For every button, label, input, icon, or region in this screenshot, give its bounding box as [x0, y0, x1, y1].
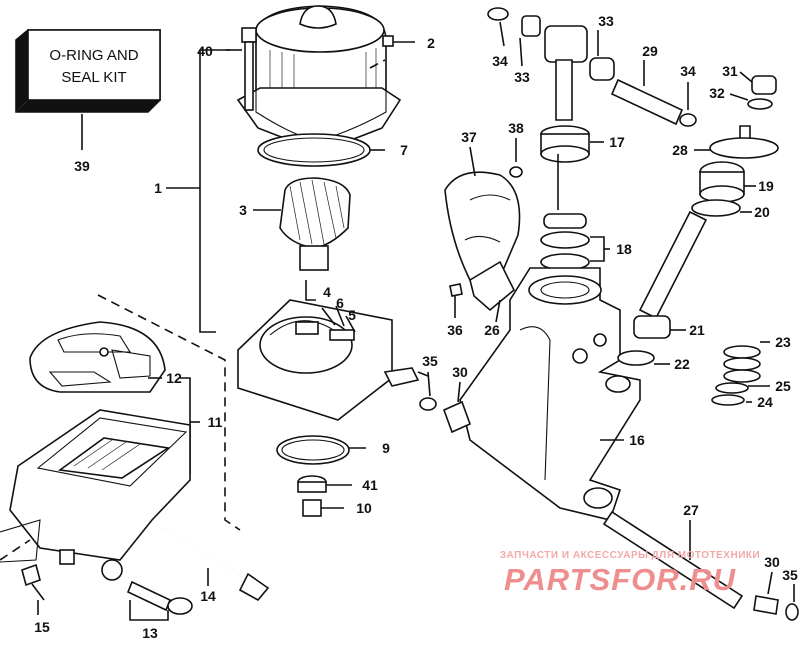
callout-label: 21	[689, 322, 705, 338]
callout-label: 32	[709, 85, 725, 101]
callout-label: 38	[508, 120, 524, 136]
seal-kit-box: O-RING AND SEAL KIT	[15, 29, 161, 150]
watermark-brand: PARTSFOR.RU	[504, 562, 737, 597]
watermark: ЗАПЧАСТИ И АКСЕССУАРЫ ДЛЯ МОТОТЕХНИКИ PA…	[500, 550, 760, 597]
callout-label: 12	[166, 370, 182, 386]
callout-label: 37	[461, 129, 477, 145]
callout-label: 27	[683, 502, 699, 518]
callout-label: 39	[74, 158, 90, 174]
callout-label: 20	[754, 204, 770, 220]
callout-label: 33	[514, 69, 530, 85]
callout-label: 24	[757, 394, 773, 410]
callout-label: 34	[492, 53, 508, 69]
callout-label: 40	[197, 43, 213, 59]
callout-label: 1	[154, 180, 162, 196]
trim-cylinder-assembly	[419, 7, 799, 621]
callout-label: 29	[642, 43, 658, 59]
callout-label: 10	[356, 500, 372, 516]
kit-box-line-1: O-RING AND	[49, 47, 138, 64]
callout-label: 34	[680, 63, 696, 79]
callout-label: 13	[142, 625, 158, 641]
callout-label: 33	[598, 13, 614, 29]
callout-labels: 2 1 3 4 5 6 7 9 10 11 12 13 14 15 16 17 …	[34, 13, 798, 641]
callout-label: 18	[616, 241, 632, 257]
callout-label: 23	[775, 334, 791, 350]
reservoir-assembly	[0, 294, 270, 621]
callout-label: 31	[722, 63, 738, 79]
callout-label: 6	[336, 295, 344, 311]
kit-box-line-2: SEAL KIT	[61, 69, 126, 86]
callout-label: 22	[674, 356, 690, 372]
callout-label: 17	[609, 134, 625, 150]
callout-label: 4	[323, 284, 331, 300]
callout-label: 15	[34, 619, 50, 635]
callout-label: 5	[348, 307, 356, 323]
watermark-tagline: ЗАПЧАСТИ И АКСЕССУАРЫ ДЛЯ МОТОТЕХНИКИ	[500, 550, 760, 561]
callout-label: 30	[764, 554, 780, 570]
callout-label: 28	[672, 142, 688, 158]
callout-label: 26	[484, 322, 500, 338]
callout-label: 30	[452, 364, 468, 380]
callout-label: 35	[782, 567, 798, 583]
callout-label: 7	[400, 142, 408, 158]
callout-label: 14	[200, 588, 216, 604]
callout-label: 35	[422, 353, 438, 369]
callout-label: 3	[239, 202, 247, 218]
callout-label: 11	[208, 414, 223, 430]
callout-label: 16	[629, 432, 645, 448]
callout-label: 25	[775, 378, 791, 394]
callout-label: 2	[427, 35, 435, 51]
callout-label: 9	[382, 440, 390, 456]
callout-label: 41	[362, 477, 378, 493]
callout-label: 36	[447, 322, 463, 338]
callout-label: 19	[758, 178, 774, 194]
pump-motor	[166, 5, 429, 517]
